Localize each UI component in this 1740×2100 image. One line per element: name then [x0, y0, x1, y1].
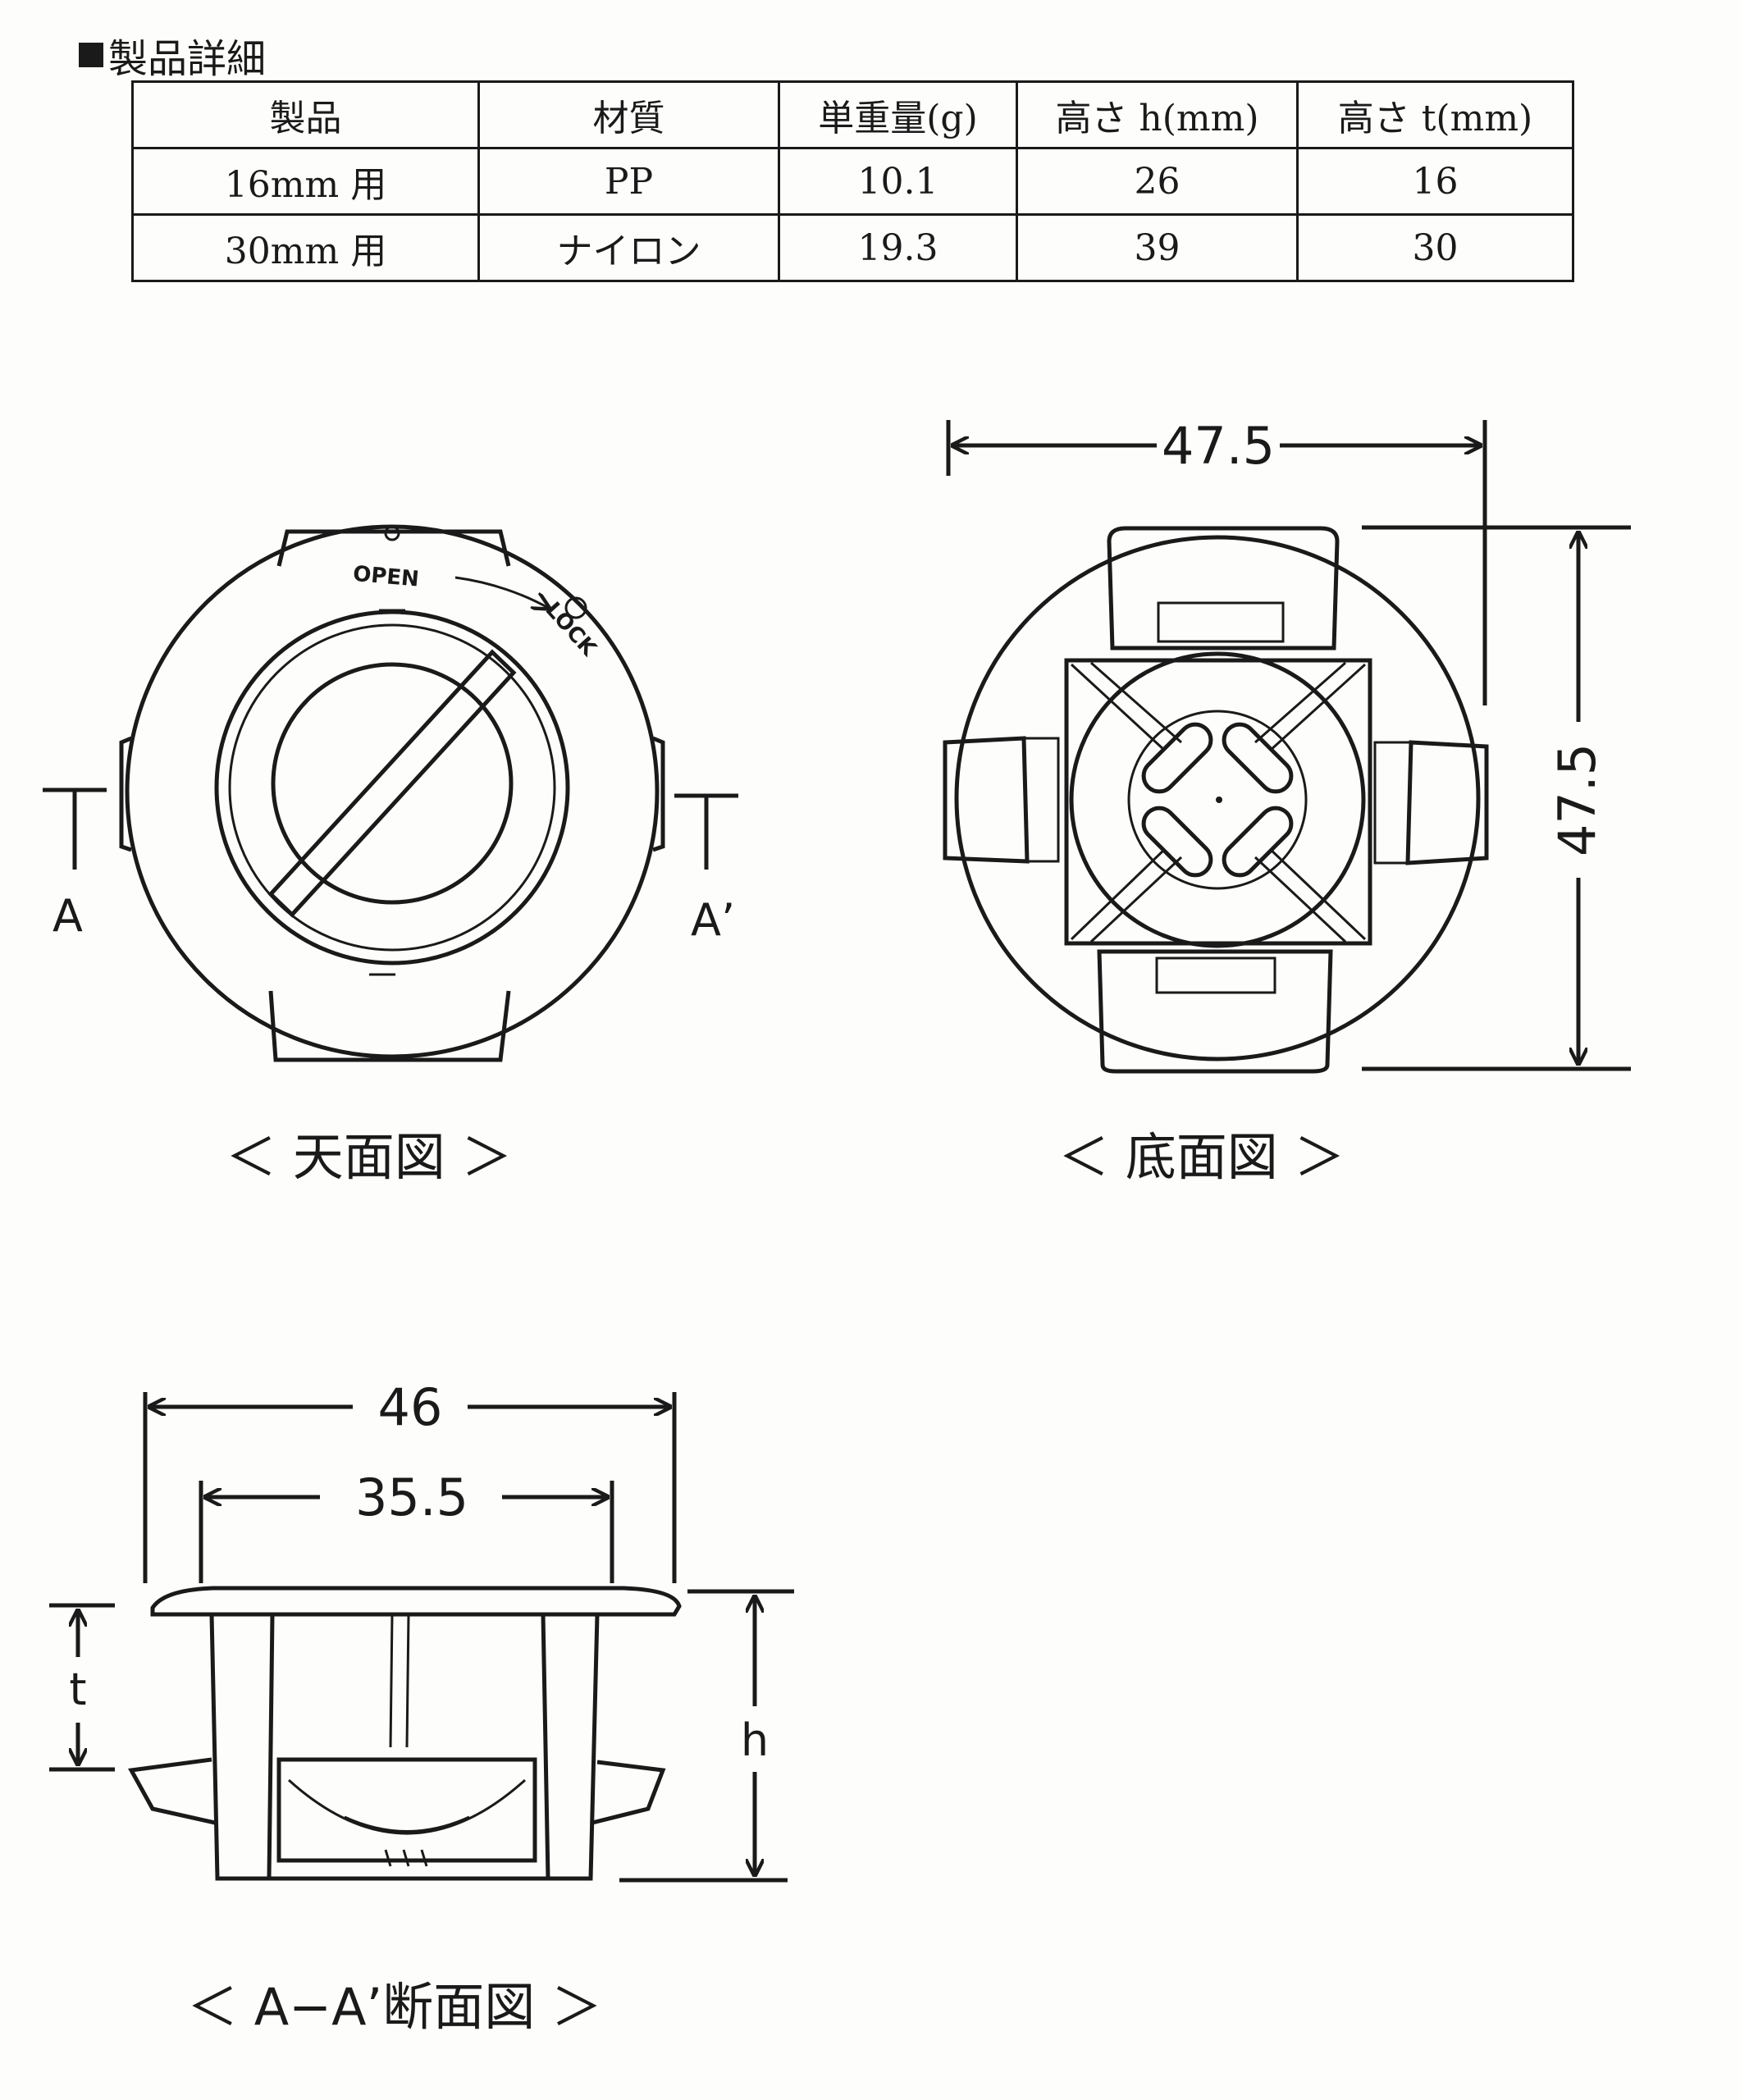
- heading-text: 製品詳細: [108, 36, 267, 82]
- top-view-drawing: OPEN LOCK A A’ ＜ 天面図 ＞: [43, 524, 738, 1187]
- header-product: 製品: [131, 80, 480, 149]
- header-height-t: 高さ t(mm): [1296, 80, 1574, 149]
- header-material: 材質: [477, 80, 780, 149]
- table-cell: PP: [477, 147, 780, 216]
- table-row: 30mm 用 ナイロン 19.3 39 30: [131, 213, 1574, 282]
- t-dimension-label: t: [69, 1664, 86, 1715]
- table-cell: 19.3: [778, 213, 1018, 282]
- bottom-height-dim: 47.5: [1547, 743, 1607, 856]
- inner-diameter-dim: 35.5: [355, 1468, 468, 1527]
- section-mark-a-prime: A’: [691, 894, 735, 946]
- h-dimension-label: h: [741, 1714, 769, 1766]
- table-row: 16mm 用 PP 10.1 26 16: [131, 147, 1574, 216]
- section-view-drawing: 46 35.5 t h ＜ A−A’断面図 ＞: [49, 1377, 794, 2037]
- square-bullet-icon: [79, 43, 103, 67]
- header-weight: 単重量(g): [778, 80, 1018, 149]
- table-cell: 10.1: [778, 147, 1018, 216]
- bottom-width-dim: 47.5: [1162, 416, 1275, 476]
- table-cell: 16mm 用: [131, 147, 480, 216]
- lock-label: LOCK: [541, 598, 601, 662]
- top-view-caption: ＜ 天面図 ＞: [226, 1127, 512, 1187]
- table-cell: 16: [1296, 147, 1574, 216]
- outer-diameter-dim: 46: [378, 1377, 443, 1437]
- bottom-view-drawing: 47.5 47.5 ＜ 底面図 ＞: [943, 416, 1631, 1187]
- section-heading: 製品詳細: [79, 26, 266, 84]
- product-spec-table: 製品 材質 単重量(g) 高さ h(mm) 高さ t(mm) 16mm 用 PP…: [131, 80, 1574, 282]
- table-cell: 26: [1016, 147, 1299, 216]
- section-view-caption: ＜ A−A’断面図 ＞: [187, 1977, 602, 2037]
- table-cell: ナイロン: [477, 213, 780, 282]
- section-mark-a: A: [53, 890, 83, 942]
- header-height-h: 高さ h(mm): [1016, 80, 1299, 149]
- table-cell: 39: [1016, 213, 1299, 282]
- table-header-row: 製品 材質 単重量(g) 高さ h(mm) 高さ t(mm): [131, 80, 1574, 149]
- bottom-view-caption: ＜ 底面図 ＞: [1058, 1127, 1345, 1187]
- table-cell: 30mm 用: [131, 213, 480, 282]
- open-label: OPEN: [352, 562, 420, 592]
- table-cell: 30: [1296, 213, 1574, 282]
